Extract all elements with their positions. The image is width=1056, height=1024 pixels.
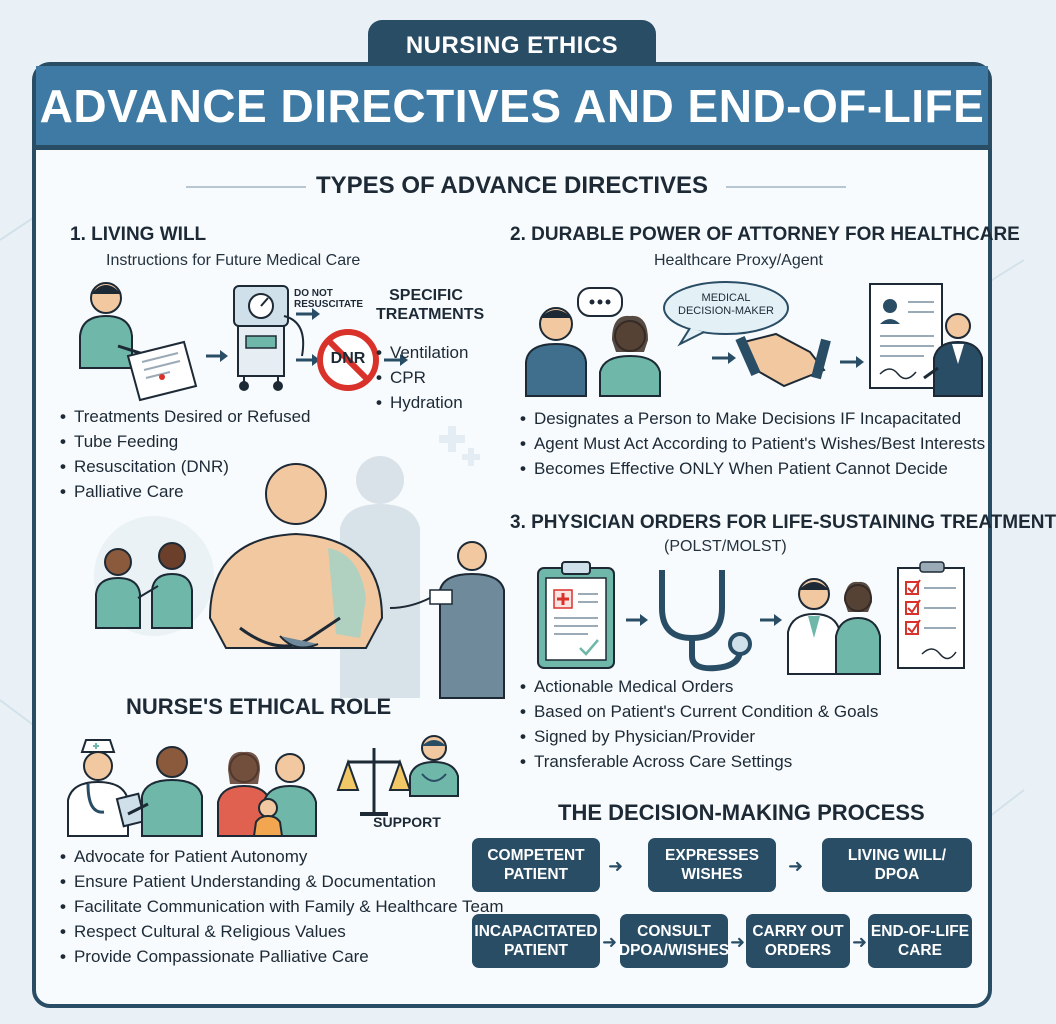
list-item: Provide Compassionate Palliative Care [60,944,504,969]
dnr-caption: DO NOT RESUSCITATE [294,288,364,310]
page-title: ADVANCE DIRECTIVES AND END-OF-LIFE [39,79,985,132]
list-item: Respect Cultural & Religious Values [60,919,504,944]
speech-bubble-icon [577,287,623,317]
ventilator-icon [233,285,305,391]
list-item: Resuscitation (DNR) [60,454,310,479]
flow-competent-patient: COMPETENT PATIENT [472,838,600,892]
flow-arrow: ➜ [602,932,618,952]
patient-care-illustration [95,456,505,699]
flow-living-will-dpoa: LIVING WILL/ DPOA [822,838,972,892]
flow-carry-out-orders: CARRY OUT ORDERS [746,914,850,968]
dpoa-bullets: Designates a Person to Make Decisions IF… [520,406,985,481]
flow-incapacitated-patient: INCAPACITATED PATIENT [472,914,600,968]
list-item: Hydration [376,390,468,415]
scales-of-justice-icon [336,748,412,816]
list-item: Becomes Effective ONLY When Patient Cann… [520,456,985,481]
nurse-role-bullets: Advocate for Patient Autonomy Ensure Pat… [60,844,504,969]
professional-figure-icon [389,541,505,699]
flow-arrow: ➜ [852,932,868,952]
nurse-icon [67,739,147,837]
patient-figure [208,463,384,649]
polst-heading: 3. PHYSICIAN ORDERS FOR LIFE-SUSTAINING … [510,512,1056,533]
flow-arrow: ➜ [730,932,746,952]
infographic-frame: ADVANCE DIRECTIVES AND END-OF-LIFE TYPES… [32,62,1056,1008]
support-figure-icon [409,735,459,797]
signed-document-icon [869,283,943,389]
title-banner: ADVANCE DIRECTIVES AND END-OF-LIFE [36,66,988,150]
divider-left [186,186,306,188]
doctor-nurse-icon [787,578,881,675]
stethoscope-icon [659,570,752,672]
agent-figure-icon [599,315,661,397]
flow-arrow: ➜ [788,856,804,876]
checklist-icon [897,561,965,669]
polst-illustration [537,561,965,675]
list-item: Actionable Medical Orders [520,674,878,699]
living-will-bullets: Treatments Desired or Refused Tube Feedi… [60,404,311,504]
flow-arrow: ➜ [608,856,624,876]
list-item: Facilitate Communication with Family & H… [60,894,504,919]
dnr-sign-label: DNR [330,350,366,367]
patient-talking-icon [127,746,203,837]
polst-bullets: Actionable Medical Orders Based on Patie… [520,674,878,774]
living-will-illustration [79,282,408,402]
decision-process-heading: THE DECISION-MAKING PROCESS [558,800,925,825]
list-item: CPR [376,365,468,390]
document-icon [126,340,198,402]
list-item: Transferable Across Care Settings [520,749,878,774]
list-item: Advocate for Patient Autonomy [60,844,504,869]
polst-subtitle: (POLST/MOLST) [664,538,787,555]
types-title: TYPES OF ADVANCE DIRECTIVES [315,172,709,199]
flow-consult-dpoa-wishes: CONSULT DPOA/WISHES [619,914,729,968]
decision-maker-bubble-text: MEDICAL DECISION-MAKER [678,292,774,317]
specific-treatments-list: Ventilation CPR Hydration [376,340,468,415]
patient-figure-icon [525,307,587,397]
divider-right [726,186,846,188]
dpoa-subtitle: Healthcare Proxy/Agent [654,252,823,269]
list-item: Tube Feeding [60,429,310,454]
list-item: Treatments Desired or Refused [60,404,311,429]
nurse-role-illustration [67,735,459,837]
living-will-subtitle: Instructions for Future Medical Care [106,252,361,269]
flow-expresses-wishes: EXPRESSES WISHES [648,838,776,892]
list-item: Ventilation [376,340,468,365]
lawyer-figure-icon [923,313,983,397]
list-item: Signed by Physician/Provider [520,724,878,749]
dpoa-heading: 2. DURABLE POWER OF ATTORNEY FOR HEALTHC… [510,224,1020,245]
support-label: SUPPORT [373,814,441,830]
living-will-heading: 1. LIVING WILL [70,224,207,245]
list-item: Agent Must Act According to Patient's Wi… [520,431,985,456]
flow-end-of-life-care: END-OF-LIFE CARE [868,914,972,968]
nurse-role-heading: NURSE'S ETHICAL ROLE [126,694,392,719]
clipboard-icon [537,561,615,669]
specific-treatments-title: SPECIFIC TREATMENTS [376,287,485,323]
list-item: Ensure Patient Understanding & Documenta… [60,869,504,894]
family-figures-icon [95,542,193,629]
decision-maker-bubble-icon [663,281,789,347]
dnr-sign-icon [317,329,379,391]
list-item: Palliative Care [60,479,310,504]
dpoa-illustration [525,281,983,397]
list-item: Designates a Person to Make Decisions IF… [520,406,985,431]
handshake-icon [735,332,831,388]
list-item: Based on Patient's Current Condition & G… [520,699,878,724]
family-icon [217,751,317,837]
